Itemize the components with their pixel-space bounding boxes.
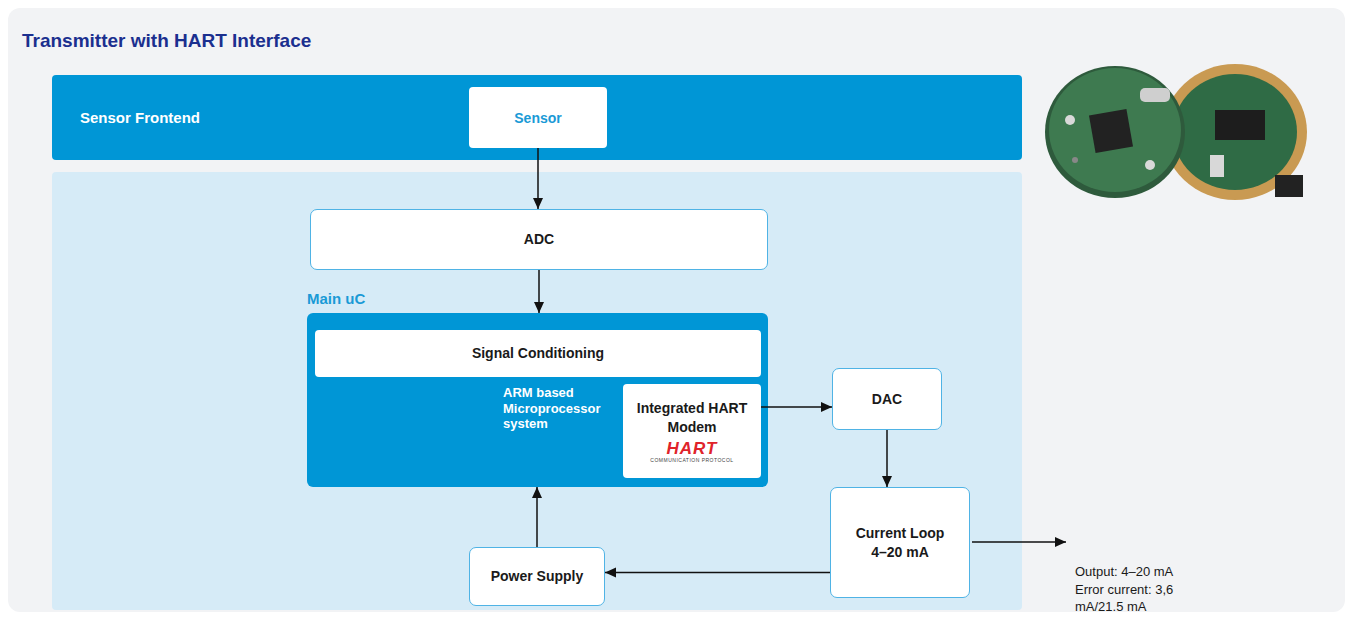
board-photo <box>1030 50 1340 210</box>
box-body: ARM based Microprocessor system <box>503 385 615 432</box>
box-label: Integrated HART Modem <box>636 399 748 435</box>
hart-logo-tagline: COMMUNICATION PROTOCOL <box>650 458 733 463</box>
microcontroller-box: Main uC ARM based Microprocessor system Si… <box>307 290 768 487</box>
output-note: Output: 4–20 mA <box>1075 563 1200 581</box>
power-supply-box: Power Supply <box>469 547 605 606</box>
box-label: Sensor <box>514 110 561 126</box>
sensor-frontend-band: Sensor Frontend Sensor <box>52 75 1022 160</box>
diagram-title: Transmitter with HART Interface <box>22 30 311 52</box>
connector-arrow <box>886 430 888 487</box>
box-label: DAC <box>872 390 902 408</box>
hart-logo: HART <box>667 440 718 458</box>
connector-arrow <box>538 270 540 313</box>
band-heading: Sensor Frontend <box>80 109 200 126</box>
output-arrow <box>972 541 1066 543</box>
output-note: Error current: 3,6 mA/21.5 mA <box>1075 581 1200 616</box>
output-notes: Output: 4–20 mAError current: 3,6 mA/21.… <box>1075 563 1200 616</box>
sensor-box: Sensor <box>469 87 607 148</box>
signal-conditioning-box: Signal Conditioning <box>315 330 761 377</box>
connector-arrow <box>536 487 538 547</box>
box-label: Power Supply <box>491 567 584 585</box>
adc-box: ADC <box>310 209 768 270</box>
box-label: ADC <box>524 230 554 248</box>
box-heading: Main uC <box>307 290 365 307</box>
hart-modem-box: Integrated HART ModemHARTCOMMUNICATION P… <box>623 384 761 478</box>
box-label: Signal Conditioning <box>472 344 604 362</box>
box-label: Current Loop 4–20 mA <box>848 524 953 560</box>
dac-box: DAC <box>832 368 942 430</box>
current-loop-box: Current Loop 4–20 mA <box>830 487 970 598</box>
connector-arrow <box>761 406 832 408</box>
connector-arrow <box>605 572 830 574</box>
